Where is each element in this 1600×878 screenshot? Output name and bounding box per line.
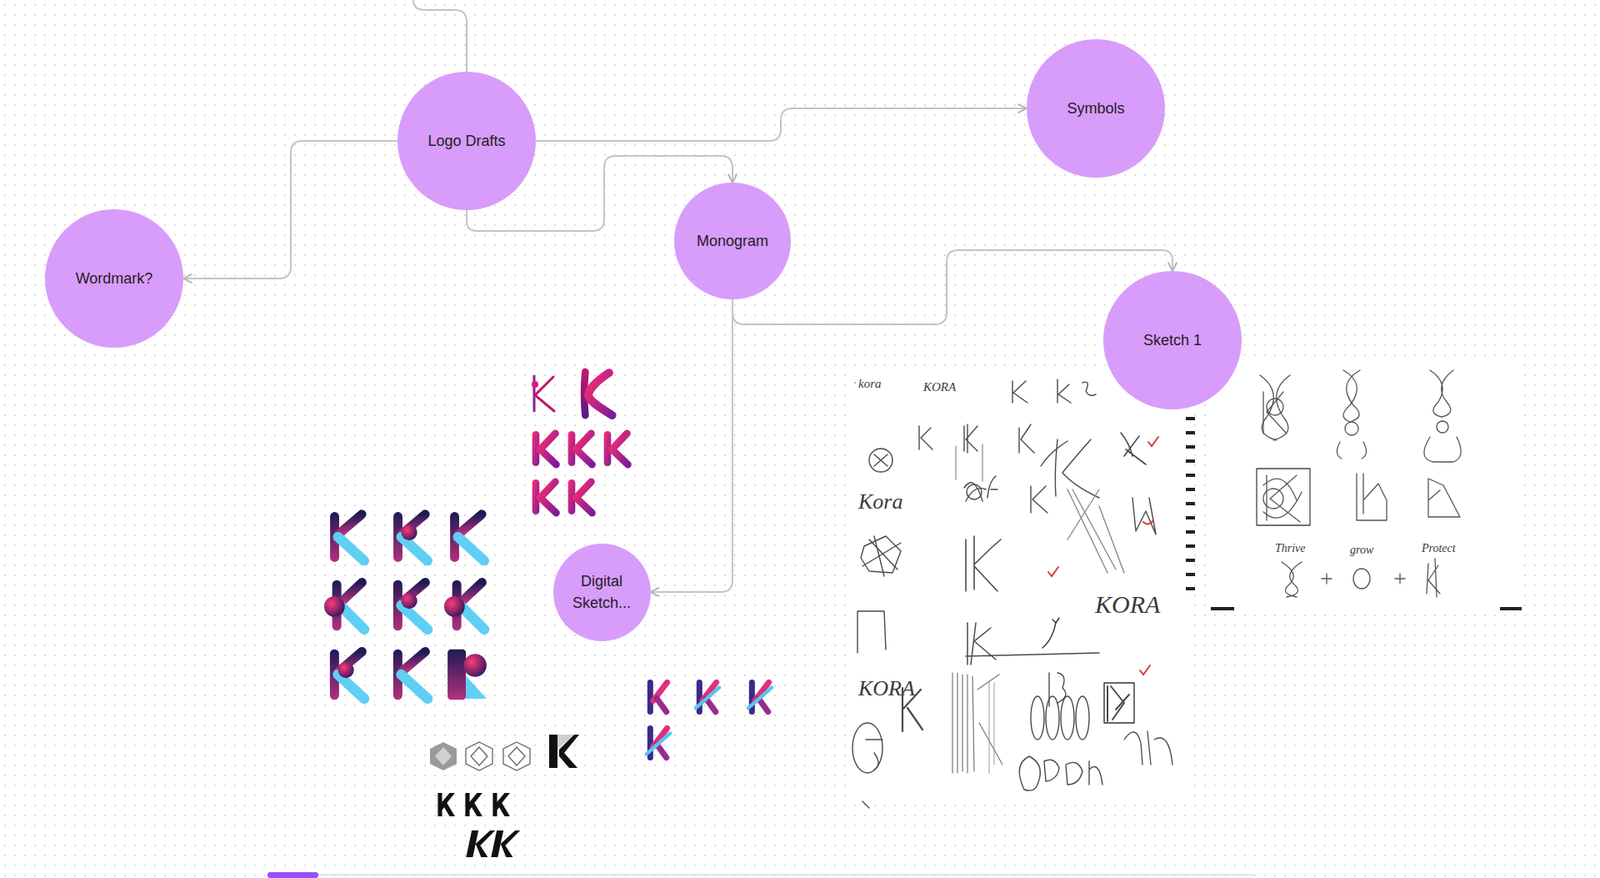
- connector-arrow: [732, 250, 1173, 325]
- node-label: Monogram: [696, 230, 769, 252]
- connector-arrow: [650, 299, 734, 592]
- mind-map-node: Wordmark?: [45, 209, 184, 348]
- node-label: Wordmark?: [75, 267, 154, 290]
- connector-arrow: [183, 140, 398, 279]
- sketch-handwriting: Kora: [858, 490, 903, 515]
- sketch-handwriting: KORA: [858, 676, 915, 701]
- connector-arrow: [535, 108, 1027, 141]
- node-text-wrap: Sketch 1: [1143, 329, 1202, 351]
- sketch-handwriting: kora: [858, 376, 882, 391]
- sketch-handwriting: grow: [1350, 543, 1374, 556]
- mind-map-node: Logo Drafts: [397, 71, 536, 210]
- node-label: Symbols: [1066, 97, 1125, 120]
- mind-map-node: Sketch 1: [1103, 270, 1242, 410]
- mind-map-node: Symbols: [1026, 39, 1165, 178]
- sketch-handwriting: Thrive: [1275, 541, 1306, 555]
- node-label: Logo Drafts: [427, 130, 505, 152]
- node-text-wrap: Monogram: [696, 230, 769, 252]
- sketch-handwriting: KORA: [923, 380, 956, 395]
- mind-map-node: Digital Sketch...: [553, 543, 651, 641]
- node-text-wrap: Digital Sketch...: [566, 570, 637, 614]
- node-label: Sketch 1: [1143, 329, 1202, 351]
- sketch-handwriting: KORA: [1095, 590, 1160, 618]
- sketch-handwriting: Protect: [1421, 541, 1456, 555]
- node-label: Digital Sketch...: [566, 570, 637, 614]
- node-text-wrap: Logo Drafts: [427, 130, 505, 152]
- mind-map-node: Monogram: [674, 182, 791, 300]
- node-text-wrap: Wordmark?: [75, 267, 154, 290]
- node-text-wrap: Symbols: [1066, 97, 1125, 120]
